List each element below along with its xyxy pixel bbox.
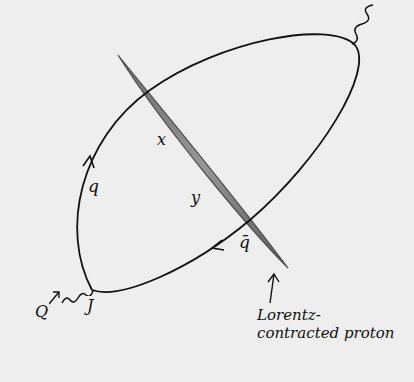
- photon-line: [352, 5, 373, 44]
- note-label: Lorentz-contracted proton: [256, 306, 398, 342]
- photon-arrow: [49, 292, 59, 304]
- leader-arrow: [268, 274, 279, 303]
- quark-label: q: [87, 176, 100, 196]
- point-label: y: [190, 188, 201, 207]
- quark-loop: [77, 34, 359, 292]
- proton-shape: [118, 55, 288, 268]
- quark-arrow: [83, 156, 94, 168]
- vertex-label: J: [86, 296, 94, 315]
- momentum-label: Q: [34, 302, 49, 321]
- point-label: x: [156, 130, 167, 149]
- antiquark-label: q̄: [238, 232, 251, 252]
- antiquark-arrow: [212, 240, 224, 250]
